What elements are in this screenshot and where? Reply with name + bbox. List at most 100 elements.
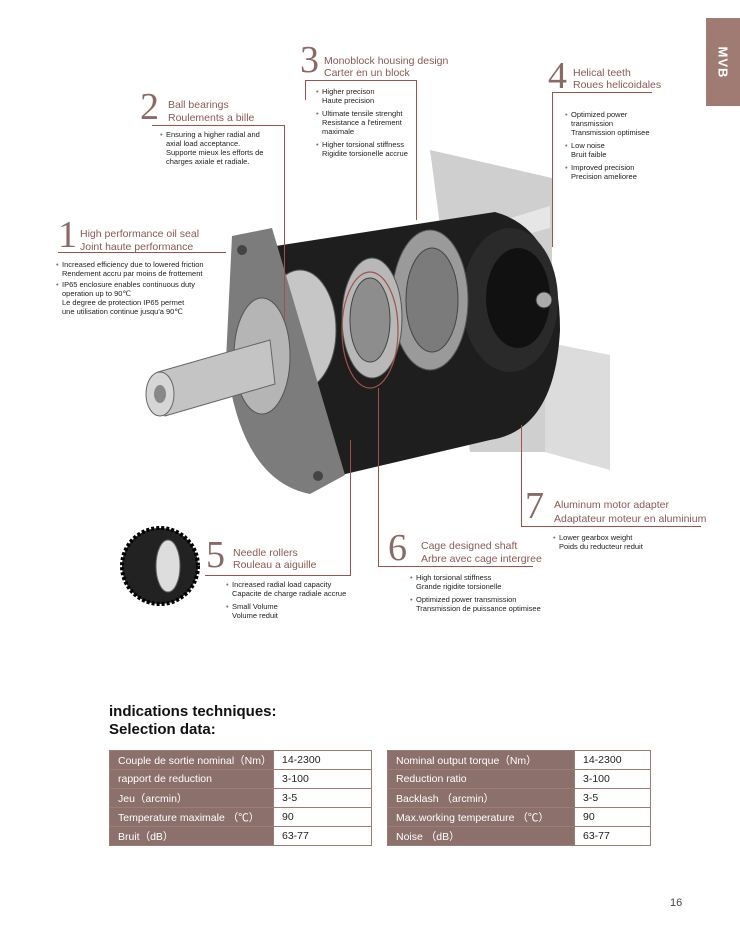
leader-line <box>284 125 285 320</box>
table-row: Nominal output torque（Nm）14-2300 <box>387 750 651 770</box>
leader-line <box>350 440 351 576</box>
spec-label: Reduction ratio <box>387 769 575 789</box>
spec-label: Temperature maximale （℃） <box>109 807 274 827</box>
spec-value: 3-5 <box>574 788 651 808</box>
section-tab: MVB <box>706 18 740 106</box>
callout-4-bullet: Improved precision Precision amelioree <box>565 163 665 181</box>
callout-1-title-en: High performance oil seal <box>80 228 200 240</box>
table-row: Bruit（dB）63-77 <box>109 826 372 846</box>
leader-line <box>378 566 533 567</box>
flange-hole <box>313 471 323 481</box>
spec-label: Backlash （arcmin） <box>387 788 575 808</box>
callout-3-title-en: Monoblock housing design <box>324 55 449 67</box>
table-row: Couple de sortie nominal（Nm）14-2300 <box>109 750 372 770</box>
callout-2-bullets: Ensuring a higher radial and axial load … <box>160 130 285 170</box>
callout-3-bullet: Higher torsional stiffness Rigidite tors… <box>316 140 416 158</box>
spec-value: 3-100 <box>574 769 651 789</box>
flange-hole <box>237 245 247 255</box>
callout-2-number: 2 <box>140 86 159 128</box>
table-row: Backlash （arcmin）3-5 <box>387 788 651 808</box>
callout-5-title-fr: Rouleau a aiguille <box>233 559 317 571</box>
callout-5-bullets: Increased radial load capacity Capacite … <box>226 580 366 624</box>
leader-line <box>521 526 701 527</box>
spec-value: 90 <box>574 807 651 827</box>
callout-5-bullet: Small Volume Volume reduit <box>226 602 366 620</box>
needle-roller-bore <box>155 539 181 593</box>
spec-table-fr: Couple de sortie nominal（Nm）14-2300 rapp… <box>109 750 372 846</box>
adapter-bore <box>486 248 550 348</box>
callout-4-bullets: Optimized power transmission Transmissio… <box>565 110 665 185</box>
leader-line <box>205 575 351 576</box>
callout-4-title-fr: Roues helicoidales <box>573 79 662 91</box>
spec-table-en: Nominal output torque（Nm）14-2300 Reducti… <box>387 750 651 846</box>
table-row: Max.working temperature （℃）90 <box>387 807 651 827</box>
leader-line <box>552 92 652 93</box>
callout-7-title-fr: Adaptateur moteur en aluminium <box>554 513 707 525</box>
spec-value: 14-2300 <box>574 750 651 770</box>
adapter-bolt-hole <box>535 291 553 309</box>
callout-3-bullets: Higher precison Haute precision Ultimate… <box>316 87 416 162</box>
spec-value: 63-77 <box>273 826 372 846</box>
spec-label: Nominal output torque（Nm） <box>387 750 575 770</box>
callout-7-bullets: Lower gearbox weight Poids du reducteur … <box>553 533 693 555</box>
page-number: 16 <box>670 897 683 909</box>
callout-3-bullet: Ultimate tensile strenght Resistance a l… <box>316 109 416 136</box>
gearbox-cutaway-illustration <box>120 150 610 606</box>
spec-value: 63-77 <box>574 826 651 846</box>
callout-1-number: 1 <box>58 214 77 256</box>
callout-5-title-en: Needle rollers <box>233 547 298 559</box>
spec-value: 3-100 <box>273 769 372 789</box>
callout-7-bullet: Lower gearbox weight Poids du reducteur … <box>553 533 693 551</box>
callout-4-bullet: Low noise Bruit faible <box>565 141 665 159</box>
callout-7-number: 7 <box>525 485 544 527</box>
callout-6-title-fr: Arbre avec cage intergree <box>421 553 542 565</box>
leader-line <box>305 80 417 81</box>
callout-6-bullet: Optimized power transmission Transmissio… <box>410 595 560 613</box>
spec-label: rapport de reduction <box>109 769 274 789</box>
callout-6-title-en: Cage designed shaft <box>421 540 518 552</box>
leader-line <box>552 92 553 247</box>
leader-line <box>58 252 226 253</box>
leader-line <box>378 388 379 566</box>
spec-value: 14-2300 <box>273 750 372 770</box>
spec-value: 3-5 <box>273 788 372 808</box>
callout-1-bullets: Increased efficiency due to lowered fric… <box>56 260 231 318</box>
table-row: Jeu（arcmin）3-5 <box>109 788 372 808</box>
callout-5-number: 5 <box>206 534 225 576</box>
callout-2-title-fr: Roulements a bille <box>168 112 255 124</box>
spec-value: 90 <box>273 807 372 827</box>
shaft-center-hole <box>154 385 166 403</box>
callout-4-number: 4 <box>548 55 567 97</box>
spec-label: Jeu（arcmin） <box>109 788 274 808</box>
leader-line <box>152 125 284 126</box>
selection-heading-fr: indications techniques: <box>109 703 277 720</box>
cage-shaft-highlight <box>341 271 399 389</box>
selection-heading-en: Selection data: <box>109 721 216 738</box>
callout-3-bullet: Higher precison Haute precision <box>316 87 416 105</box>
adapter-block <box>545 342 610 470</box>
callout-4-title-en: Helical teeth <box>573 67 631 79</box>
callout-6-number: 6 <box>388 527 407 569</box>
spec-label: Noise （dB） <box>387 826 575 846</box>
table-row: Temperature maximale （℃）90 <box>109 807 372 827</box>
helical-gear <box>405 247 459 353</box>
leader-line <box>521 425 522 526</box>
callout-6-bullet: High torsional stiffness Grande rigidite… <box>410 573 560 591</box>
callout-1-bullet: IP65 enclosure enables continuous duty o… <box>56 280 231 316</box>
spec-label: Bruit（dB） <box>109 826 274 846</box>
spec-label: Couple de sortie nominal（Nm） <box>109 750 274 770</box>
callout-1-bullet: Increased efficiency due to lowered fric… <box>56 260 231 278</box>
callout-5-bullet: Increased radial load capacity Capacite … <box>226 580 366 598</box>
leader-line <box>416 80 417 220</box>
callout-4-bullet: Optimized power transmission Transmissio… <box>565 110 665 137</box>
table-row: Noise （dB）63-77 <box>387 826 651 846</box>
callout-3-title-fr: Carter en un block <box>324 67 410 79</box>
callout-2-bullet: Ensuring a higher radial and axial load … <box>160 130 285 166</box>
callout-6-bullets: High torsional stiffness Grande rigidite… <box>410 573 560 617</box>
callout-1-title-fr: Joint haute performance <box>80 241 194 253</box>
callout-2-title-en: Ball bearings <box>168 99 229 111</box>
callout-7-title-en: Aluminum motor adapter <box>554 499 669 511</box>
spec-label: Max.working temperature （℃） <box>387 807 575 827</box>
